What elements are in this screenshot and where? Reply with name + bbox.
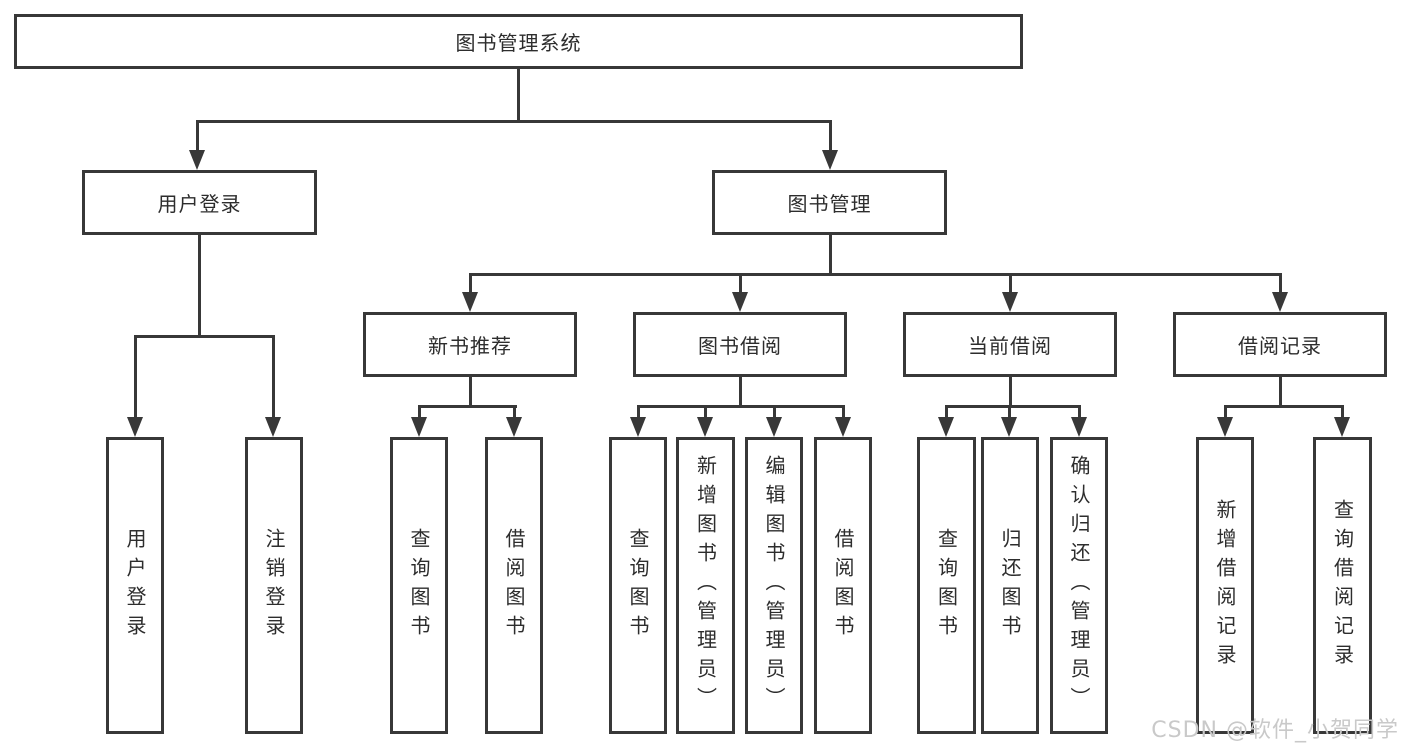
leaf-query-books-recommend: 查询图书 bbox=[390, 437, 448, 734]
leaf-borrow-books-recommend: 借阅图书 bbox=[485, 437, 543, 734]
connector-line bbox=[1224, 405, 1344, 408]
leaf-confirm-return-admin: 确认归还（管理员） bbox=[1050, 437, 1108, 734]
node-borrowing-records: 借阅记录 bbox=[1173, 312, 1387, 377]
connector-arrow bbox=[732, 292, 748, 312]
connector-line bbox=[1009, 274, 1012, 296]
connector-line bbox=[945, 405, 1081, 408]
connector-arrow bbox=[630, 417, 646, 437]
connector-line bbox=[469, 273, 1282, 276]
connector-line bbox=[1009, 376, 1012, 407]
node-new-book-recommend: 新书推荐 bbox=[363, 312, 577, 377]
connector-arrow bbox=[938, 417, 954, 437]
connector-line bbox=[1224, 406, 1227, 420]
leaf-query-borrow-record: 查询借阅记录 bbox=[1313, 437, 1372, 734]
csdn-watermark: CSDN @软件_小贺同学 bbox=[1151, 718, 1399, 743]
connector-line bbox=[739, 376, 742, 407]
leaf-add-books-admin: 新增图书（管理员） bbox=[676, 437, 735, 734]
connector-line bbox=[272, 336, 275, 420]
connector-line bbox=[418, 406, 421, 420]
connector-arrow bbox=[697, 417, 713, 437]
connector-arrow bbox=[127, 417, 143, 437]
node-current-borrowing: 当前借阅 bbox=[903, 312, 1117, 377]
connector-line bbox=[945, 406, 948, 420]
connector-arrow bbox=[506, 417, 522, 437]
connector-line bbox=[739, 274, 742, 296]
leaf-logout: 注销登录 bbox=[245, 437, 303, 734]
leaf-edit-books-admin: 编辑图书（管理员） bbox=[745, 437, 803, 734]
node-root-library-system: 图书管理系统 bbox=[14, 14, 1023, 69]
node-book-borrowing: 图书借阅 bbox=[633, 312, 847, 377]
node-user-login: 用户登录 bbox=[82, 170, 317, 235]
connector-arrow bbox=[1272, 292, 1288, 312]
connector-line bbox=[1279, 274, 1282, 296]
connector-arrow bbox=[462, 292, 478, 312]
connector-line bbox=[637, 405, 845, 408]
connector-arrow bbox=[1002, 292, 1018, 312]
connector-line bbox=[704, 406, 707, 420]
connector-arrow bbox=[835, 417, 851, 437]
connector-line bbox=[842, 406, 845, 420]
connector-line bbox=[1279, 376, 1282, 407]
leaf-query-books-current: 查询图书 bbox=[917, 437, 976, 734]
connector-arrow bbox=[1071, 417, 1087, 437]
connector-line bbox=[1008, 406, 1011, 420]
connector-line bbox=[1078, 406, 1081, 420]
connector-line bbox=[829, 234, 832, 276]
leaf-return-books: 归还图书 bbox=[981, 437, 1039, 734]
connector-line bbox=[829, 121, 832, 154]
leaf-query-books-borrow: 查询图书 bbox=[609, 437, 667, 734]
connector-arrow bbox=[1334, 417, 1350, 437]
connector-line bbox=[418, 405, 517, 408]
connector-line bbox=[773, 406, 776, 420]
connector-line bbox=[637, 406, 640, 420]
connector-arrow bbox=[822, 150, 838, 170]
connector-arrow bbox=[1001, 417, 1017, 437]
connector-arrow bbox=[411, 417, 427, 437]
connector-line bbox=[469, 376, 472, 407]
connector-line bbox=[196, 121, 199, 154]
connector-line bbox=[513, 406, 516, 420]
connector-line bbox=[134, 336, 137, 420]
leaf-add-borrow-record: 新增借阅记录 bbox=[1196, 437, 1254, 734]
connector-arrow bbox=[265, 417, 281, 437]
connector-line bbox=[198, 234, 201, 337]
connector-line bbox=[1341, 406, 1344, 420]
node-book-management: 图书管理 bbox=[712, 170, 947, 235]
connector-arrow bbox=[766, 417, 782, 437]
leaf-borrow-books-borrow: 借阅图书 bbox=[814, 437, 872, 734]
connector-line bbox=[196, 120, 832, 123]
connector-line bbox=[517, 68, 520, 123]
leaf-user-login: 用户登录 bbox=[106, 437, 164, 734]
connector-arrow bbox=[189, 150, 205, 170]
connector-arrow bbox=[1217, 417, 1233, 437]
connector-line bbox=[469, 274, 472, 296]
connector-line bbox=[134, 335, 275, 338]
